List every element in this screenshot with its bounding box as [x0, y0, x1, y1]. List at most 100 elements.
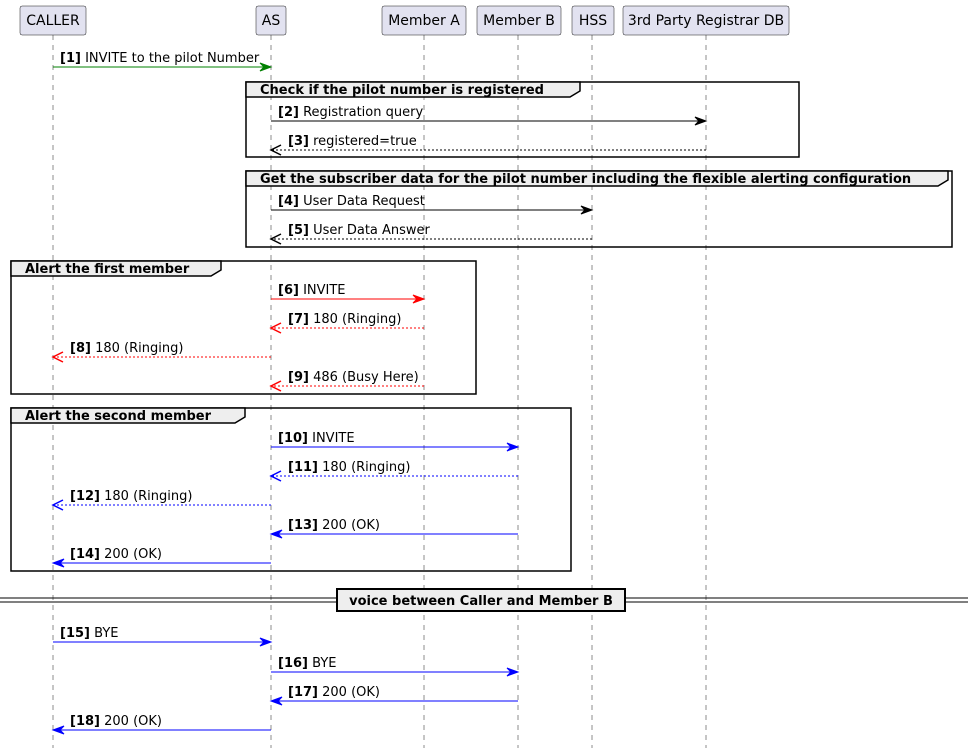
frame-title: Alert the first member: [25, 262, 190, 277]
message-number: [18]: [70, 714, 100, 729]
frame-title: Get the subscriber data for the pilot nu…: [260, 172, 911, 187]
message-number: [6]: [278, 283, 299, 298]
message-text: 180 (Ringing): [95, 341, 183, 356]
participant-hss: HSS: [571, 5, 615, 36]
participant-label: Member B: [483, 13, 555, 29]
message-number: [10]: [278, 431, 308, 446]
participant-memberA: Member A: [381, 5, 467, 36]
message-arrowhead: [269, 144, 282, 156]
participant-label: AS: [262, 13, 281, 29]
message-label: [16] BYE: [278, 656, 337, 671]
message-4: [4] User Data Request: [271, 194, 594, 215]
participants: CALLER AS Member A Member B HSS 3rd Party Reg…: [19, 5, 790, 36]
frame-2: Get the subscriber data for the pilot nu…: [245, 170, 953, 248]
message-number: [12]: [70, 489, 100, 504]
message-label: [12] 180 (Ringing): [70, 489, 192, 504]
message-text: User Data Request: [303, 194, 425, 209]
message-label: [3] registered=true: [288, 134, 417, 149]
message-5: [5] User Data Answer: [269, 223, 592, 245]
message-number: [17]: [288, 685, 318, 700]
message-text: INVITE to the pilot Number: [85, 51, 260, 66]
message-text: INVITE: [312, 431, 354, 446]
frame-4: Alert the second member: [10, 407, 572, 572]
message-label: [7] 180 (Ringing): [288, 312, 401, 327]
message-label: [6] INVITE: [278, 283, 346, 298]
message-12: [12] 180 (Ringing): [51, 489, 271, 511]
message-text: 486 (Busy Here): [313, 370, 419, 385]
message-number: [16]: [278, 656, 308, 671]
message-text: User Data Answer: [313, 223, 430, 238]
message-arrowhead: [51, 725, 65, 735]
message-18: [18] 200 (OK): [51, 714, 271, 735]
message-text: 200 (OK): [104, 547, 162, 562]
message-arrowhead: [51, 499, 64, 511]
frame-tab: [245, 81, 581, 98]
message-arrowhead: [51, 351, 64, 363]
message-number: [4]: [278, 194, 299, 209]
message-arrowhead: [694, 116, 708, 126]
message-16: [16] BYE: [271, 656, 520, 677]
message-arrowhead: [506, 442, 520, 452]
message-number: [1]: [60, 51, 81, 66]
divider-box: [336, 588, 626, 612]
message-label: [9] 486 (Busy Here): [288, 370, 419, 385]
message-number: [5]: [288, 223, 309, 238]
frame-tab: [10, 260, 222, 277]
message-text: BYE: [312, 656, 336, 671]
participant-label: CALLER: [26, 13, 80, 29]
message-text: 180 (Ringing): [313, 312, 401, 327]
message-text: 200 (OK): [322, 518, 380, 533]
message-arrowhead: [269, 470, 282, 482]
message-number: [13]: [288, 518, 318, 533]
message-text: 200 (OK): [104, 714, 162, 729]
message-arrowhead: [412, 294, 426, 304]
message-label: [2] Registration query: [278, 105, 423, 120]
message-arrowhead: [51, 558, 65, 568]
message-7: [7] 180 (Ringing): [269, 312, 424, 334]
message-10: [10] INVITE: [271, 431, 520, 452]
message-label: [17] 200 (OK): [288, 685, 380, 700]
participant-box: [255, 5, 287, 36]
message-3: [3] registered=true: [269, 134, 706, 156]
message-label: [15] BYE: [60, 626, 119, 641]
message-1: [1] INVITE to the pilot Number: [53, 51, 273, 72]
participant-box: [571, 5, 615, 36]
message-8: [8] 180 (Ringing): [51, 341, 271, 363]
message-6: [6] INVITE: [271, 283, 426, 304]
message-arrowhead: [506, 667, 520, 677]
message-number: [3]: [288, 134, 309, 149]
message-arrowhead: [259, 62, 273, 72]
message-label: [14] 200 (OK): [70, 547, 162, 562]
participant-box: [19, 5, 87, 36]
message-number: [15]: [60, 626, 90, 641]
message-17: [17] 200 (OK): [269, 685, 518, 706]
frame-title: Check if the pilot number is registered: [260, 83, 544, 98]
message-9: [9] 486 (Busy Here): [269, 370, 424, 392]
message-number: [11]: [288, 460, 318, 475]
message-arrowhead: [269, 529, 283, 539]
message-text: registered=true: [313, 134, 417, 149]
divider-label: voice between Caller and Member B: [349, 594, 613, 609]
message-number: [8]: [70, 341, 91, 356]
participant-caller: CALLER: [19, 5, 87, 36]
message-label: [1] INVITE to the pilot Number: [60, 51, 260, 66]
message-number: [14]: [70, 547, 100, 562]
message-arrowhead: [269, 233, 282, 245]
message-label: [8] 180 (Ringing): [70, 341, 183, 356]
message-11: [11] 180 (Ringing): [269, 460, 518, 482]
participant-box: [622, 5, 790, 36]
message-13: [13] 200 (OK): [269, 518, 518, 539]
message-arrowhead: [269, 696, 283, 706]
message-text: 200 (OK): [322, 685, 380, 700]
message-text: 180 (Ringing): [104, 489, 192, 504]
message-arrowhead: [269, 380, 282, 392]
frame-1: Check if the pilot number is registered: [245, 81, 800, 158]
message-arrowhead: [259, 637, 273, 647]
participant-box: [476, 5, 562, 36]
participant-label: HSS: [579, 13, 607, 29]
message-arrowhead: [269, 322, 282, 334]
message-number: [7]: [288, 312, 309, 327]
participant-as: AS: [255, 5, 287, 36]
frame-tab: [10, 407, 246, 424]
participant-label: 3rd Party Registrar DB: [628, 13, 784, 29]
